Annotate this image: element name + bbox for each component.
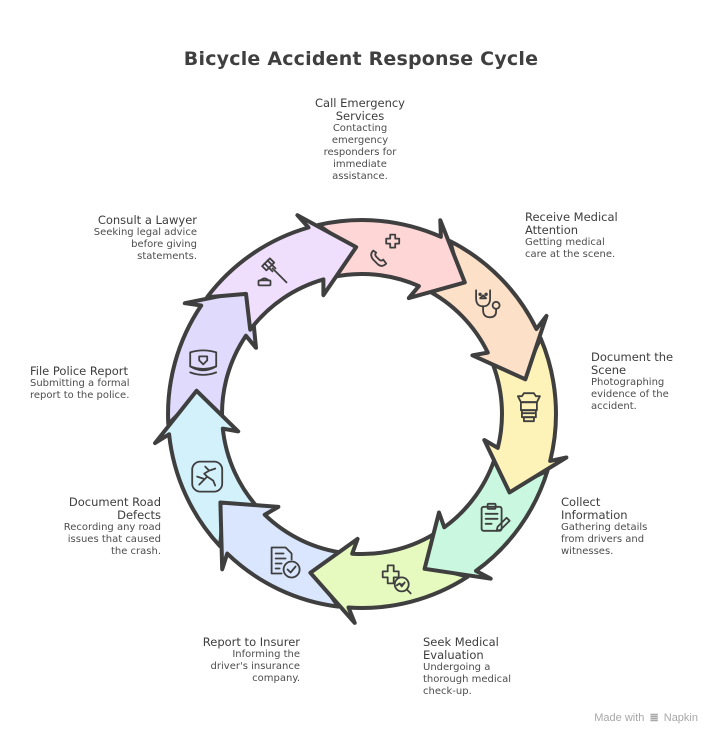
phone-medical-icon [370, 233, 401, 267]
police-badge-icon [189, 349, 218, 376]
camera-lens-icon [517, 392, 541, 423]
stethoscope-icon [475, 289, 501, 319]
document-check-icon [270, 546, 301, 579]
cracked-road-icon [191, 460, 224, 493]
cycle-arrow-3 [482, 336, 569, 495]
made-with-text: Made with [594, 712, 645, 724]
clipboard-edit-icon [480, 502, 511, 532]
cycle-arrow-1 [316, 218, 467, 301]
napkin-logo-icon: ≣ [649, 712, 659, 724]
medical-search-icon [381, 564, 412, 595]
step-title: File Police Report [30, 364, 129, 378]
cycle-arrow-2 [423, 239, 549, 382]
gavel-icon [257, 257, 288, 287]
diagram-title: Bicycle Accident Response Cycle [183, 48, 539, 70]
step-title: Consult a Lawyer [97, 213, 197, 227]
cycle-arrow-9 [205, 213, 359, 332]
cycle-arrow-6 [218, 500, 347, 609]
step-title: Report to Insurer [202, 635, 300, 649]
made-with-napkin-footer: Made with ≣ Napkin [594, 711, 698, 724]
napkin-brand-text: Napkin [663, 712, 698, 724]
